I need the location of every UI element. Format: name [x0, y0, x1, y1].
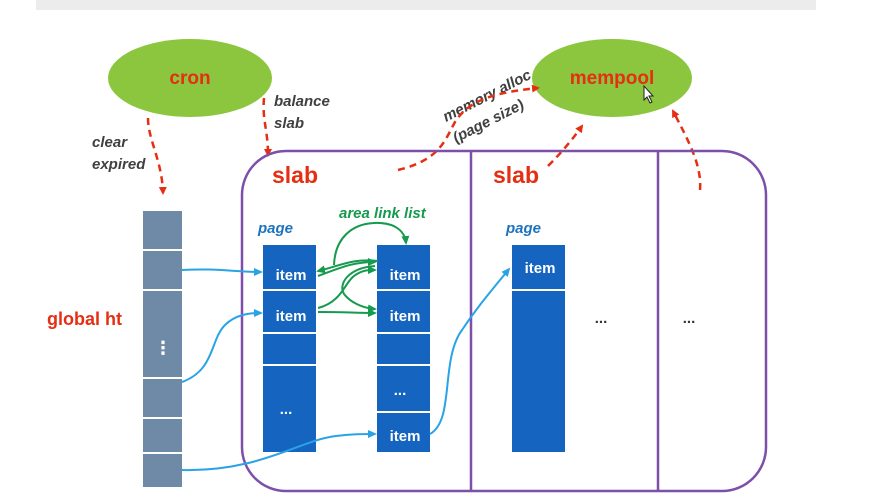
cron-node: cron — [108, 39, 272, 117]
cross-slab-arrow — [429, 267, 511, 435]
page2-item-2: item — [390, 308, 421, 325]
ht-arrow-1 — [181, 267, 263, 276]
link-arrow-page1item2-to-page2item1 — [317, 266, 377, 309]
balance-slab-note-line1: balance — [274, 93, 330, 110]
link-arrow-page1item1-to-page2item1 — [317, 258, 377, 277]
page1-ellipsis: ... — [280, 401, 293, 418]
slab2-title: slab — [493, 162, 539, 188]
mempool-node: mempool — [532, 39, 692, 117]
area-link-arrow-top — [333, 221, 410, 266]
slab1-page-label: page — [257, 220, 293, 237]
balance-slab-arrow — [262, 97, 272, 157]
mouse-cursor-icon — [643, 84, 655, 104]
balance-slab-note-line2: slab — [274, 115, 304, 132]
slab1-page2 — [377, 245, 430, 452]
clear-expired-note-line1: clear — [92, 134, 128, 151]
col4-ellipsis: ... — [683, 310, 696, 327]
page1-item-1: item — [276, 267, 307, 284]
slab-container — [240, 149, 768, 493]
ht-arrow-3 — [181, 430, 377, 472]
page1-item-2: item — [276, 308, 307, 325]
page2-ellipsis: ... — [394, 382, 407, 399]
link-arrow-page2-loop — [341, 265, 377, 313]
slab2-item: item — [525, 260, 556, 277]
global-ht — [143, 211, 182, 487]
cron-label: cron — [169, 68, 210, 89]
clear-expired-note-line2: expired — [92, 156, 146, 173]
global-ht-ellipsis: ⋮ — [154, 338, 172, 358]
slab2-page-label: page — [505, 220, 541, 237]
slab2-page — [512, 245, 565, 452]
col3-ellipsis: ... — [595, 310, 608, 327]
top-bar — [36, 0, 816, 10]
global-ht-label: global ht — [47, 309, 122, 329]
page2-item-last: item — [390, 428, 421, 445]
memory-alloc-arrow — [397, 84, 540, 172]
mempool-label: mempool — [570, 68, 654, 89]
link-arrow-page1item2-to-page2item2 — [317, 308, 377, 317]
clear-expired-arrow — [146, 117, 167, 195]
slab1-title: slab — [272, 162, 318, 188]
page2-item-1: item — [390, 267, 421, 284]
area-link-list-label: area link list — [339, 205, 427, 222]
ht-arrow-2 — [181, 309, 263, 383]
slab1-page1 — [263, 245, 316, 452]
slab2-return-arrow — [547, 124, 584, 167]
